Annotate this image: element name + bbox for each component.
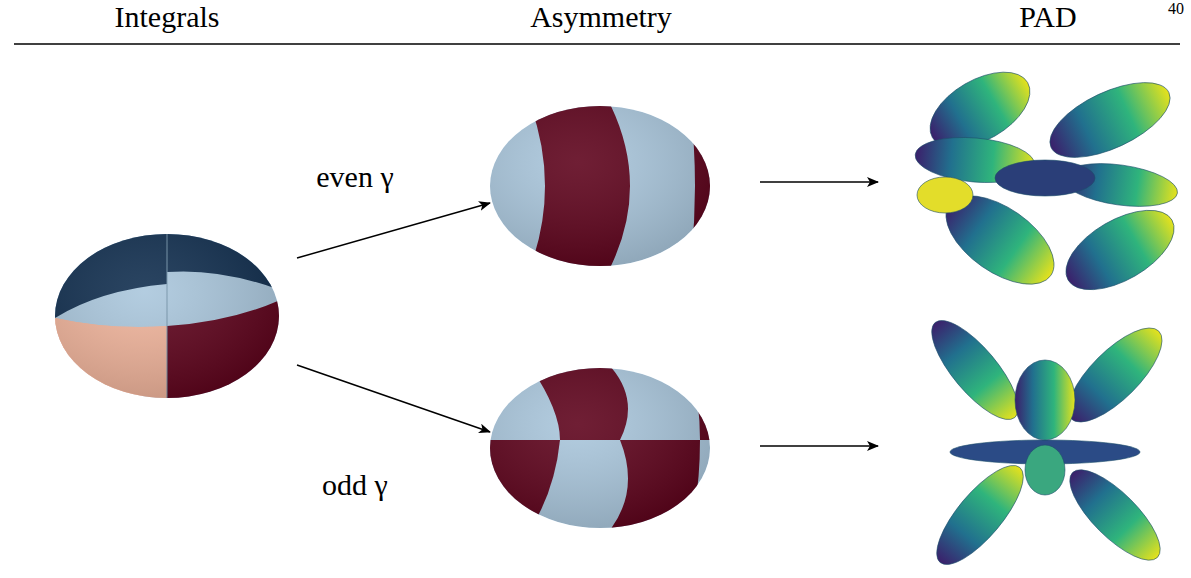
asymmetry-sphere — [488, 366, 715, 531]
arrow — [297, 203, 490, 258]
page-number: 40 — [1168, 0, 1184, 18]
arrow — [760, 181, 878, 183]
pad-surface — [913, 57, 1187, 306]
arrow — [297, 365, 490, 432]
integrals-sphere — [50, 230, 290, 410]
arrow-label: odd γ — [322, 468, 388, 501]
column-heading: Asymmetry — [530, 0, 672, 33]
column-heading: PAD — [1019, 0, 1076, 33]
header-rule — [14, 43, 1180, 45]
arrow — [760, 445, 878, 447]
pad-surface — [918, 308, 1176, 576]
asymmetry-sphere — [488, 104, 715, 269]
column-heading: Integrals — [115, 0, 220, 33]
arrow-label: even γ — [316, 160, 393, 193]
